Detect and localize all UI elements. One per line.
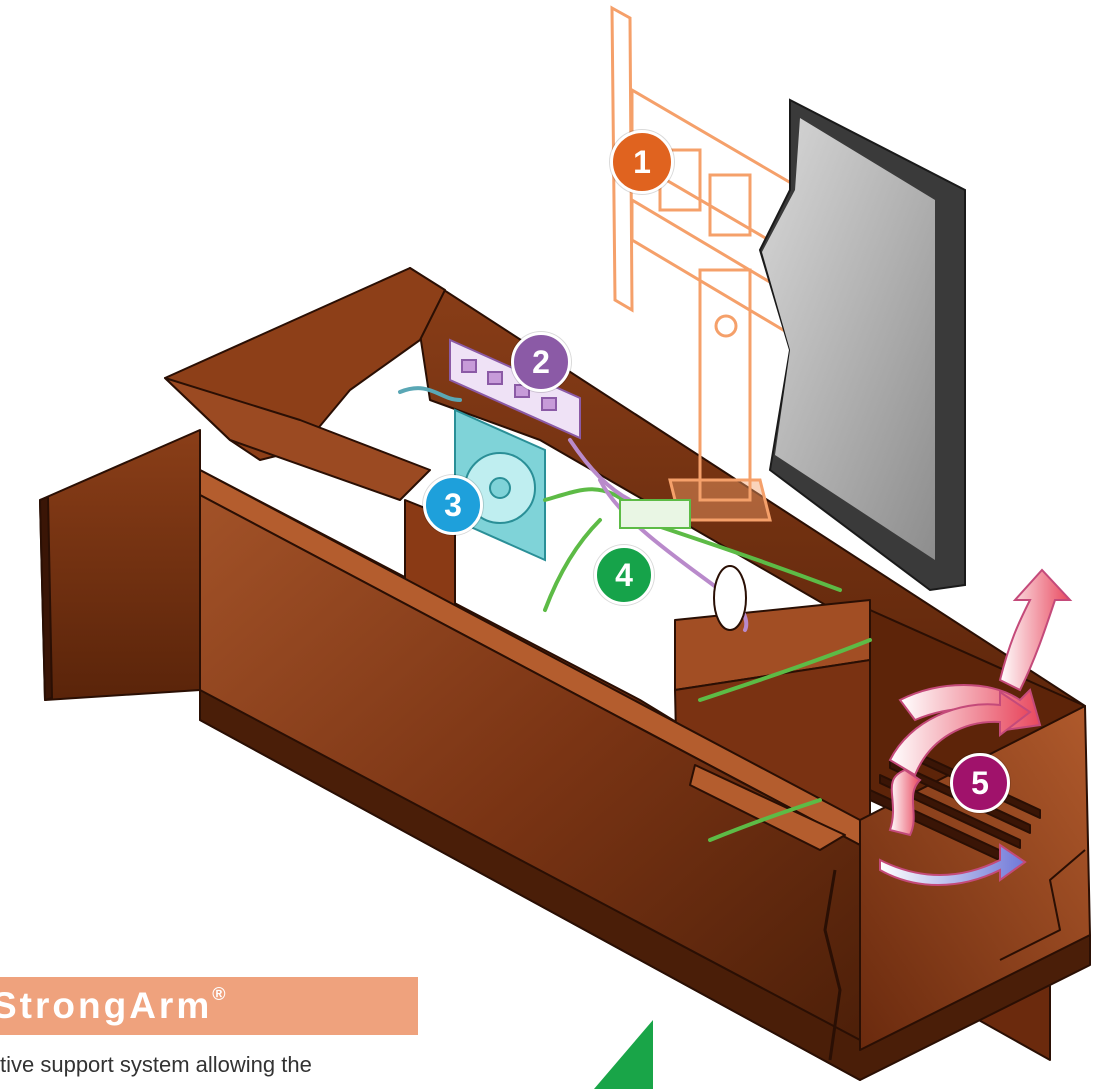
- cable-grommet: [714, 566, 746, 630]
- callout-4-cables: 4: [594, 545, 654, 605]
- registered-mark: ®: [212, 984, 225, 1004]
- tv-screen: [762, 118, 935, 560]
- green-triangle-marker: [594, 1020, 653, 1089]
- callout-2-power-strip: 2: [511, 332, 571, 392]
- callout-1-mount: 1: [610, 130, 674, 194]
- callout-4-label: 4: [615, 557, 633, 594]
- callout-2-label: 2: [532, 344, 550, 381]
- callout-3-fan: 3: [423, 475, 483, 535]
- brand-banner: StrongArm®: [0, 977, 418, 1035]
- callout-3-label: 3: [444, 487, 462, 524]
- callout-5-label: 5: [971, 765, 989, 802]
- brand-title: StrongArm®: [0, 977, 226, 1035]
- caption-text: tive support system allowing the: [0, 1052, 420, 1078]
- cabinet-left-door: [40, 430, 200, 700]
- brand-name-text: StrongArm: [0, 985, 212, 1026]
- callout-1-label: 1: [633, 144, 651, 181]
- callout-5-ventilation: 5: [950, 753, 1010, 813]
